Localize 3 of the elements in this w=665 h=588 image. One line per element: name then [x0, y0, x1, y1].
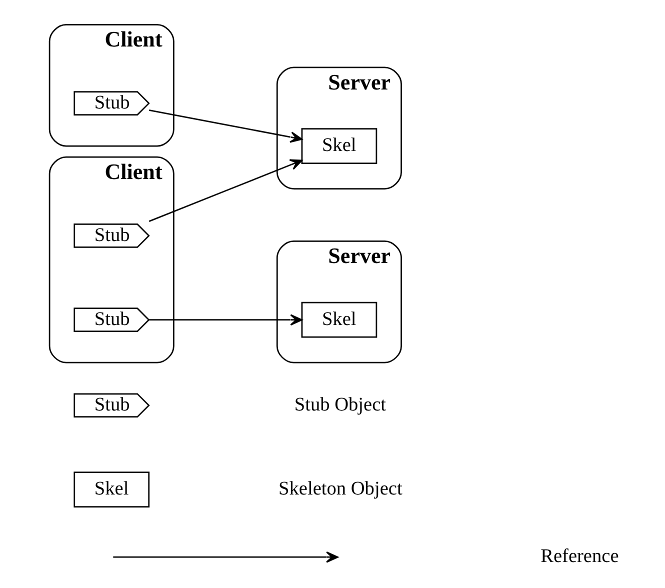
legend-label: Skeleton Object [278, 478, 402, 500]
legend-label: Reference [540, 546, 618, 568]
legend-label: Stub Object [294, 394, 386, 416]
